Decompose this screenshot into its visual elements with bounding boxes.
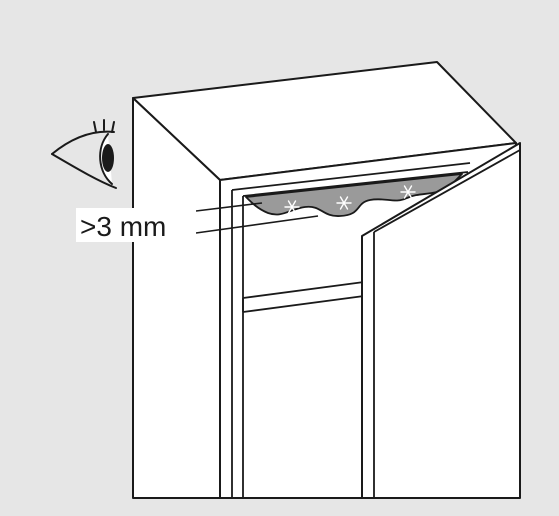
snowflake-icon: [400, 185, 416, 199]
snowflake-icon: [284, 200, 300, 214]
eye-icon: [51, 119, 117, 189]
measurement-label-background: [76, 208, 196, 242]
cabinet-inner-frame: [231, 162, 471, 498]
door-edge: [373, 149, 521, 498]
interior-shelf: [242, 281, 365, 313]
measurement-label: >3 mm: [80, 211, 166, 242]
measurement-leaders: [195, 202, 319, 234]
snowflake-icon: [336, 196, 352, 210]
appliance-door: [361, 142, 521, 499]
